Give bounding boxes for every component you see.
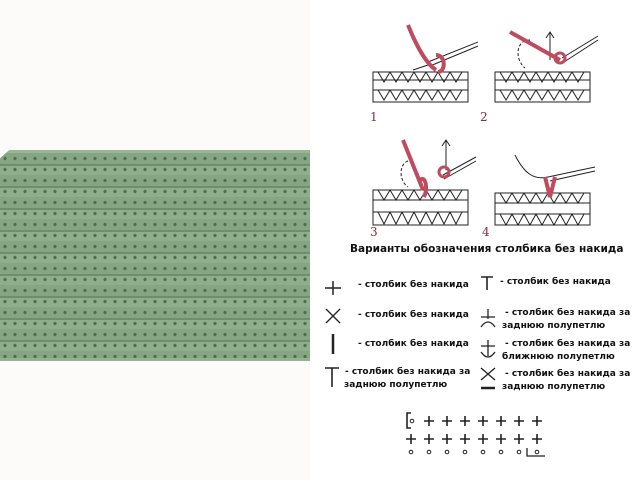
legend-text: заднюю полупетлю [502, 321, 606, 331]
legend-text: ближнюю полупетлю [502, 352, 615, 362]
legend-text: заднюю полупетлю [344, 380, 448, 390]
step-number: 1 [370, 110, 378, 124]
step-1-illustration [372, 24, 478, 103]
legend-text: - столбик без накида [358, 310, 469, 320]
step-number: 2 [480, 110, 488, 124]
plus-icon [325, 281, 341, 295]
step-3-illustration [372, 139, 477, 226]
step-2-illustration [494, 30, 599, 103]
crochet-fabric [0, 150, 310, 361]
legend-text: - столбик без накида за [505, 308, 631, 318]
plus-arc-down-icon [480, 309, 496, 328]
plus-arc-up-icon [480, 340, 496, 358]
legend-text: - столбик без накида за [505, 339, 631, 349]
cross-icon [325, 308, 341, 324]
legend-text: - столбик без накида [358, 280, 469, 290]
crochet-swatch-photo [0, 0, 310, 480]
t-icon [325, 367, 339, 387]
legend-text: - столбик без накида за [345, 367, 471, 377]
legend-text: - столбик без накида за [505, 369, 631, 379]
step-4-illustration [494, 154, 596, 227]
stitch-chart [406, 412, 545, 457]
legend-text: заднюю полупетлю [502, 382, 606, 392]
step-number: 4 [482, 225, 490, 239]
legend-text: - столбик без накида [358, 339, 469, 349]
legend-text: - столбик без накида [500, 277, 611, 287]
vertical-bar-icon [331, 334, 335, 354]
t-small-icon [481, 276, 493, 290]
legend-title: Варианты обозначения столбика без накида [350, 243, 624, 255]
step-number: 3 [370, 225, 378, 239]
cross-underline-icon [480, 367, 496, 390]
turning-chain-bracket [406, 412, 411, 429]
